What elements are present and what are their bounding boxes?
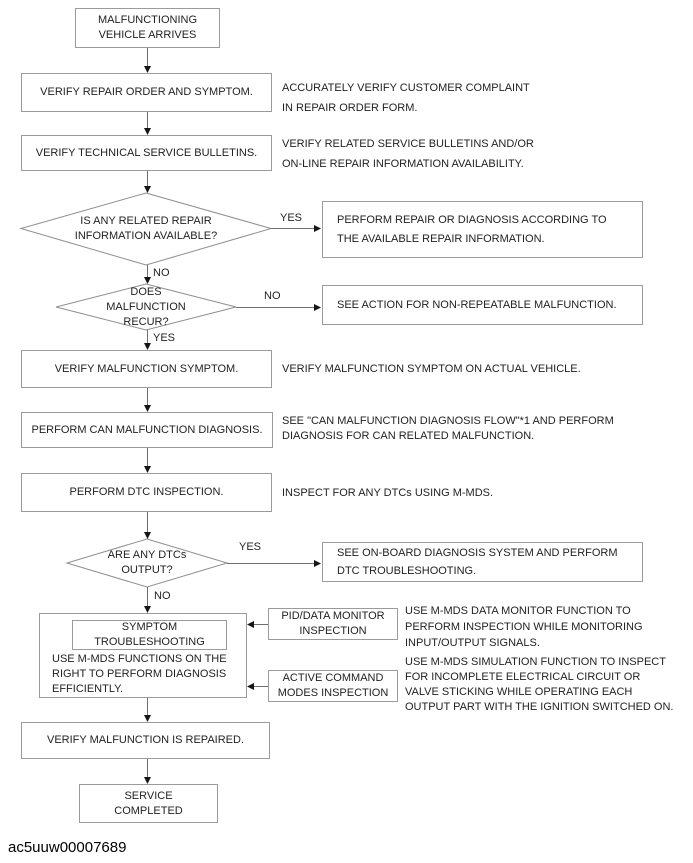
dtc-inspection-node: PERFORM DTC INSPECTION. [21, 473, 272, 512]
note-tsb: VERIFY RELATED SERVICE BULLETINS AND/OR … [282, 138, 534, 170]
decision-repair-info-diamond [19, 192, 273, 266]
note-can: SEE "CAN MALFUNCTION DIAGNOSIS FLOW"*1 A… [282, 415, 614, 442]
verify-tsb-node: VERIFY TECHNICAL SERVICE BULLETINS. [21, 135, 272, 171]
can-diagnosis-node: PERFORM CAN MALFUNCTION DIAGNOSIS. [21, 412, 273, 448]
decision-recur-text: DOES MALFUNCTION RECUR? [106, 286, 186, 328]
decision-repair-info-text: IS ANY RELATED REPAIR INFORMATION AVAILA… [74, 215, 218, 242]
label-recur-yes: YES [153, 332, 176, 344]
flow-lines [147, 48, 314, 777]
onboard-diagnosis-node: SEE ON-BOARD DIAGNOSIS SYSTEM AND PERFOR… [322, 542, 643, 582]
start-node: MALFUNCTIONING VEHICLE ARRIVES [75, 8, 220, 48]
note-repair-order: ACCURATELY VERIFY CUSTOMER COMPLAINT IN … [282, 82, 530, 114]
verify-symptom-node: VERIFY MALFUNCTION SYMPTOM. [21, 350, 272, 388]
label-repair-info-yes: YES [280, 212, 303, 224]
perform-repair-node: PERFORM REPAIR OR DIAGNOSIS ACCORDING TO… [322, 201, 643, 258]
verify-repair-order-node: VERIFY REPAIR ORDER AND SYMPTOM. [21, 73, 272, 112]
label-recur-no: NO [264, 290, 281, 302]
service-completed-node: SERVICE COMPLETED [79, 784, 218, 823]
note-symptom: VERIFY MALFUNCTION SYMPTOM ON ACTUAL VEH… [282, 363, 581, 375]
label-dtcs-yes: YES [239, 541, 262, 553]
flow-arrowheads [144, 66, 321, 784]
pid-monitor-node: PID/DATA MONITOR INSPECTION [268, 608, 398, 640]
note-pid: USE M-MDS DATA MONITOR FUNCTION TO PERFO… [405, 605, 643, 649]
active-command-node: ACTIVE COMMAND MODES INSPECTION [268, 670, 398, 702]
note-dtc: INSPECT FOR ANY DTCs USING M-MDS. [282, 487, 494, 499]
symptom-troubleshooting-title: SYMPTOM TROUBLESHOOTING [72, 620, 227, 650]
figure-id-caption: ac5uuw00007689 [8, 839, 127, 856]
label-repair-info-no: NO [153, 267, 170, 279]
decision-recur-diamond [55, 283, 237, 331]
label-dtcs-no: NO [154, 590, 171, 602]
note-active: USE M-MDS SIMULATION FUNCTION TO INSPECT… [405, 656, 674, 713]
decision-dtcs-text: ARE ANY DTCs OUTPUT? [107, 549, 187, 576]
non-repeatable-node: SEE ACTION FOR NON-REPEATABLE MALFUNCTIO… [322, 285, 643, 325]
symptom-troubleshooting-body: USE M-MDS FUNCTIONS ON THE RIGHT TO PERF… [52, 653, 227, 695]
verify-repaired-node: VERIFY MALFUNCTION IS REPAIRED. [21, 722, 270, 759]
